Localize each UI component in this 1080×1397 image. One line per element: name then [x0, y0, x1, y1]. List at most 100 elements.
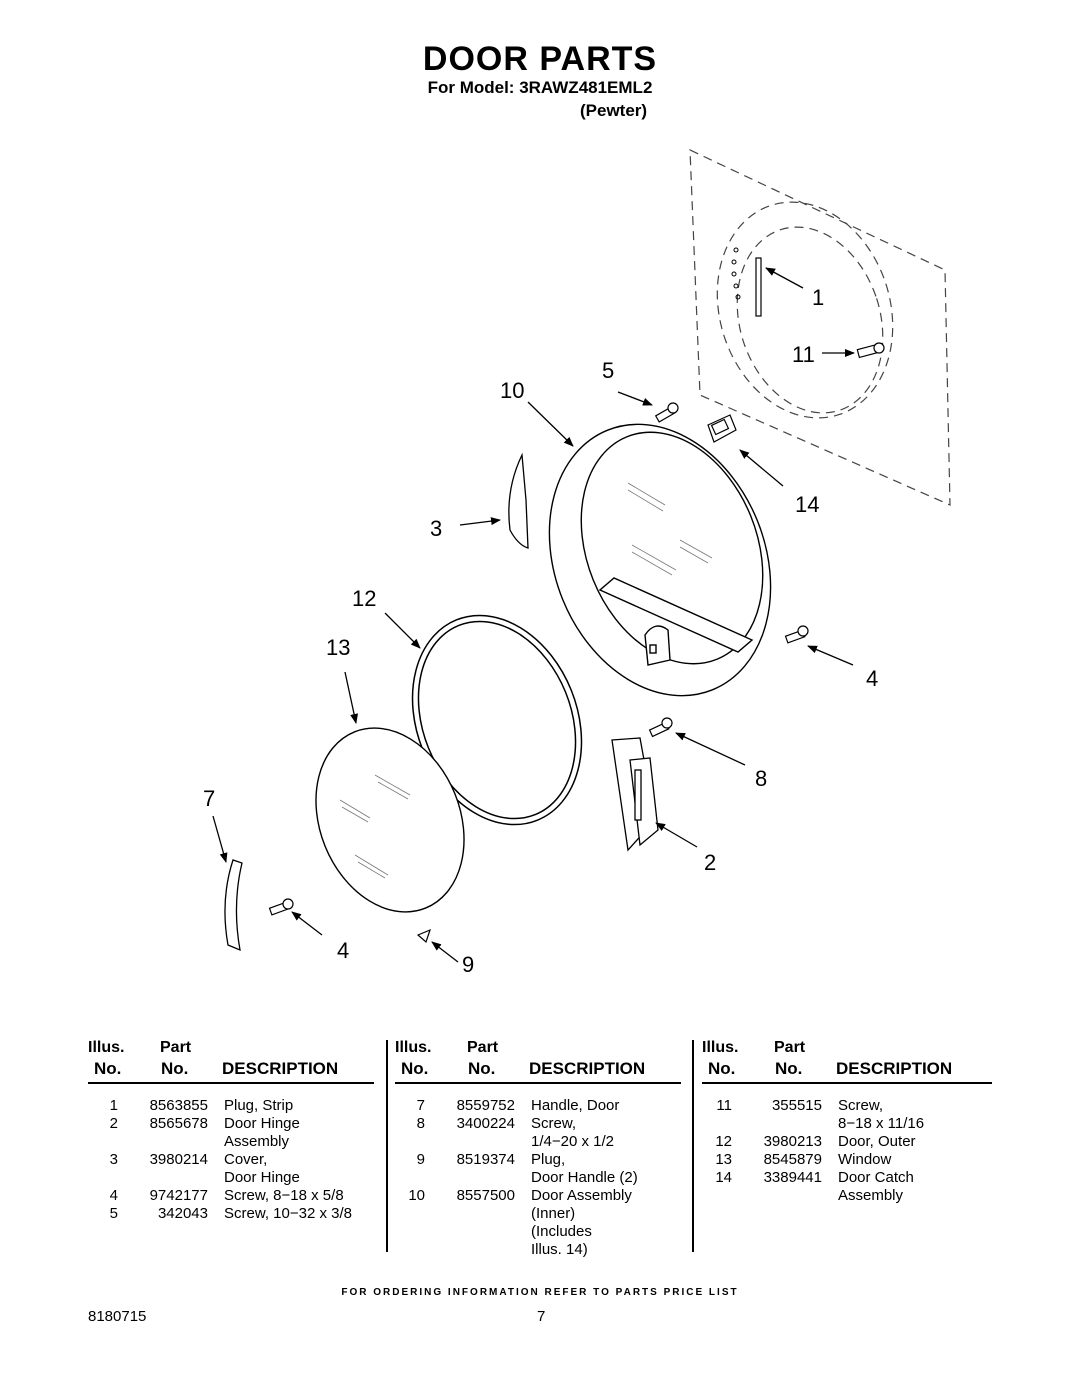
callout-2: 2 — [704, 850, 716, 875]
part-number: 8519374 — [456, 1151, 515, 1168]
cabinet-front-outline — [689, 149, 951, 506]
part-description: Window — [838, 1151, 892, 1168]
page-title: DOOR PARTS — [422, 40, 658, 78]
screw-part-8 — [648, 717, 673, 738]
illus-number: 7 — [416, 1097, 425, 1114]
part-number: 3389441 — [763, 1169, 822, 1186]
part-description: Door Hinge — [224, 1169, 300, 1186]
callout-7: 7 — [203, 786, 215, 811]
description-header: DESCRIPTION — [222, 1059, 339, 1078]
part-description: Door Catch — [838, 1169, 914, 1186]
callout-4-right: 4 — [866, 666, 878, 691]
inner-door-glass-lines — [627, 482, 713, 576]
illus-number: 8 — [416, 1115, 425, 1132]
illus-number: 14 — [715, 1169, 732, 1186]
callout-13: 13 — [326, 635, 350, 660]
screw-part-4-right — [784, 625, 809, 644]
window-glass-lines — [339, 774, 411, 879]
hinge-cover-part — [508, 452, 529, 549]
part-number: 8557500 — [456, 1187, 515, 1204]
illus-number: 10 — [408, 1187, 425, 1204]
illus-number: 9 — [416, 1151, 425, 1168]
illus-number: 5 — [109, 1205, 118, 1222]
part-description: Cover, — [224, 1151, 268, 1168]
illus-number: 4 — [109, 1187, 118, 1204]
header-rule — [702, 1082, 992, 1084]
screw-part-5 — [654, 402, 679, 423]
part-number: 9742177 — [149, 1187, 208, 1204]
plug-strip-part — [755, 257, 762, 317]
part-description: Screw, — [531, 1115, 577, 1132]
illus-number: 12 — [715, 1133, 732, 1150]
callout-11: 11 — [792, 342, 815, 367]
illus-number: 13 — [715, 1151, 732, 1168]
leader-arrows — [212, 267, 855, 963]
screw-part-11 — [856, 342, 885, 359]
part-description: Plug, — [531, 1151, 566, 1168]
part-number: 8559752 — [456, 1097, 515, 1114]
callout-1: 1 — [812, 285, 824, 310]
part-header: Part — [160, 1039, 192, 1056]
callout-4-left: 4 — [337, 938, 349, 963]
ordering-info-note: FOR ORDERING INFORMATION REFER TO PARTS … — [341, 1287, 739, 1298]
handle-plug-part — [416, 928, 431, 944]
part-description: Illus. 14) — [531, 1241, 588, 1258]
illus-no-header: No. — [708, 1059, 736, 1078]
part-description: Screw, 10−32 x 3/8 — [224, 1205, 352, 1222]
callout-5: 5 — [602, 358, 614, 383]
callout-10: 10 — [500, 378, 524, 403]
part-number: 8563855 — [149, 1097, 208, 1114]
door-catch-part — [707, 414, 737, 443]
illus-number: 2 — [109, 1115, 118, 1132]
part-number: 342043 — [157, 1205, 208, 1222]
header-rule — [88, 1082, 374, 1084]
part-description: Assembly — [838, 1187, 904, 1204]
part-description: Door Handle (2) — [531, 1169, 638, 1186]
model-subtitle: For Model: 3RAWZ481EML2 — [427, 78, 653, 97]
part-number: 3400224 — [456, 1115, 515, 1132]
callout-14: 14 — [795, 492, 819, 517]
part-number: 355515 — [771, 1097, 822, 1114]
callout-9: 9 — [462, 952, 474, 977]
part-description: 8−18 x 11/16 — [838, 1115, 925, 1132]
part-header: Part — [774, 1039, 806, 1056]
part-number: 8545879 — [763, 1151, 822, 1168]
callout-12: 12 — [352, 586, 376, 611]
illus-number: 11 — [716, 1097, 732, 1114]
part-number: 3980213 — [763, 1133, 822, 1150]
part-description: Door Hinge — [224, 1115, 300, 1132]
illus-no-header: No. — [401, 1059, 429, 1078]
door-hinge-part — [611, 737, 659, 852]
part-number: 8565678 — [149, 1115, 208, 1132]
header-rule — [395, 1082, 681, 1084]
part-description: Screw, — [838, 1097, 884, 1114]
inner-door-assembly-part — [548, 423, 772, 697]
cabinet-holes — [731, 247, 741, 300]
illus-header: Illus. — [702, 1039, 739, 1056]
part-description: Handle, Door — [531, 1097, 620, 1114]
part-description: (Includes — [531, 1223, 592, 1240]
window-part — [315, 727, 465, 913]
screw-part-4-left — [268, 898, 294, 916]
document-number: 8180715 — [88, 1308, 147, 1325]
part-description: Plug, Strip — [224, 1097, 294, 1114]
part-no-header: No. — [775, 1059, 803, 1078]
callout-3: 3 — [430, 516, 442, 541]
part-description: Screw, 8−18 x 5/8 — [224, 1187, 344, 1204]
part-no-header: No. — [161, 1059, 189, 1078]
part-number: 3980214 — [149, 1151, 208, 1168]
part-description: (Inner) — [531, 1205, 576, 1222]
door-handle-part — [224, 859, 243, 952]
illus-number: 3 — [109, 1151, 118, 1168]
part-no-header: No. — [468, 1059, 496, 1078]
part-header: Part — [467, 1039, 499, 1056]
part-description: 1/4−20 x 1/2 — [531, 1133, 614, 1150]
part-description: Door Assembly — [531, 1187, 632, 1204]
callout-8: 8 — [755, 766, 767, 791]
part-description: Door, Outer — [838, 1133, 916, 1150]
illus-header: Illus. — [395, 1039, 432, 1056]
